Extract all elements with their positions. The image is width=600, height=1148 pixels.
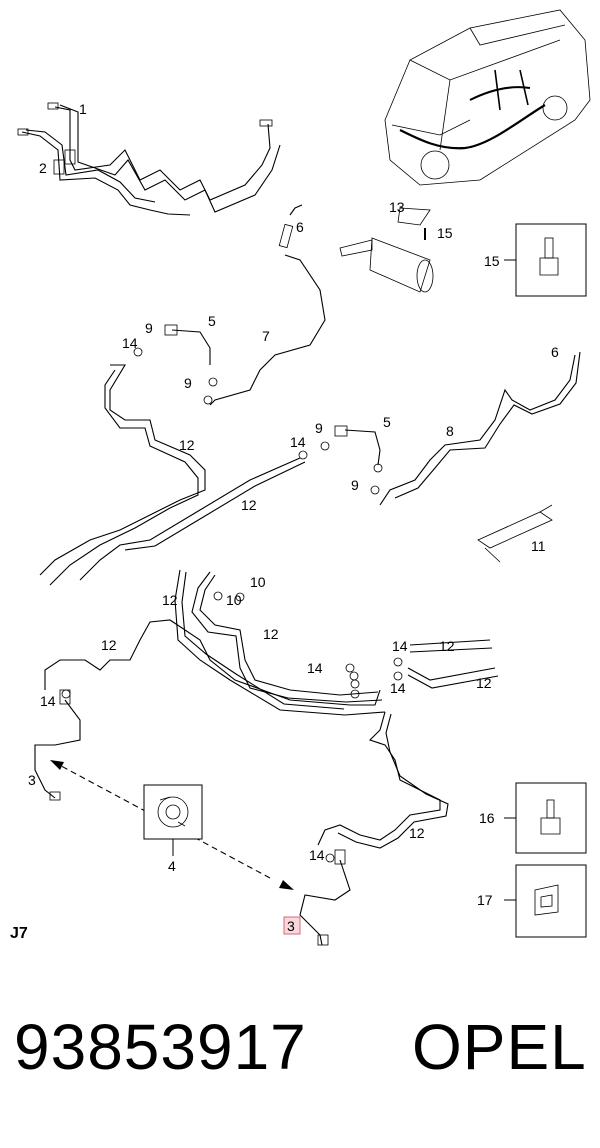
callout-12: 12 [179, 437, 195, 453]
callout-12: 12 [476, 675, 492, 691]
callout-6: 6 [296, 219, 304, 235]
clip-icon [157, 796, 189, 828]
callout-12: 12 [101, 637, 117, 653]
callout-16: 16 [479, 810, 495, 826]
diagram-code: J7 [10, 925, 28, 942]
callout-6: 6 [551, 344, 559, 360]
brake-pipe-middle-left [39, 204, 326, 586]
brake-pipe-middle-right [334, 351, 581, 563]
callout-15: 15 [437, 225, 453, 241]
callout-9: 9 [351, 477, 359, 493]
callout-5: 5 [208, 313, 216, 329]
bracket-icon-17 [534, 884, 559, 916]
exhaust-muffler [339, 207, 434, 293]
callout-14: 14 [309, 847, 325, 863]
part-number: 93853917 [14, 1011, 307, 1083]
callout-10: 10 [250, 574, 266, 590]
callout-14: 14 [307, 660, 323, 676]
callout-14: 14 [40, 693, 56, 709]
callout-5: 5 [383, 414, 391, 430]
brake-pipe-lower-bundle [34, 347, 499, 946]
callout-8: 8 [446, 423, 454, 439]
callout-14: 14 [390, 680, 406, 696]
callout-12: 12 [162, 592, 178, 608]
van-illustration [384, 9, 591, 186]
brand-name: OPEL [412, 1011, 587, 1083]
callout-15-box: 15 [484, 253, 500, 269]
callout-9: 9 [184, 375, 192, 391]
callout-14: 14 [122, 335, 138, 351]
callout-12: 12 [241, 497, 257, 513]
brake-pipe-1-2 [17, 102, 281, 216]
callout-9: 9 [145, 320, 153, 336]
callout-12: 12 [439, 638, 455, 654]
callout-11: 11 [531, 538, 546, 554]
detail-box-15 [515, 223, 587, 297]
callout-2: 2 [39, 160, 47, 176]
callout-14: 14 [290, 434, 306, 450]
callout-3-highlighted: 3 [287, 918, 295, 934]
parts-diagram: 1 2 6 13 15 15 5 9 7 14 6 9 5 9 8 14 12 … [10, 9, 591, 946]
callout-13: 13 [389, 199, 405, 215]
callout-14: 14 [392, 638, 408, 654]
callout-17: 17 [477, 892, 493, 908]
callout-labels: 1 2 6 13 15 15 5 9 7 14 6 9 5 9 8 14 12 … [10, 101, 559, 942]
callout-12: 12 [409, 825, 425, 841]
detail-box-4 [143, 784, 203, 840]
callout-4: 4 [168, 858, 176, 874]
callout-1: 1 [79, 101, 87, 117]
callout-10: 10 [226, 592, 242, 608]
bolt-icon-15 [539, 237, 559, 276]
callout-12: 12 [263, 626, 279, 642]
callout-3: 3 [28, 772, 36, 788]
highlight-box [283, 916, 301, 935]
callout-7: 7 [262, 328, 270, 344]
detail-box-17 [515, 864, 587, 938]
callout-9: 9 [315, 420, 323, 436]
bolt-icon-16 [540, 799, 561, 835]
